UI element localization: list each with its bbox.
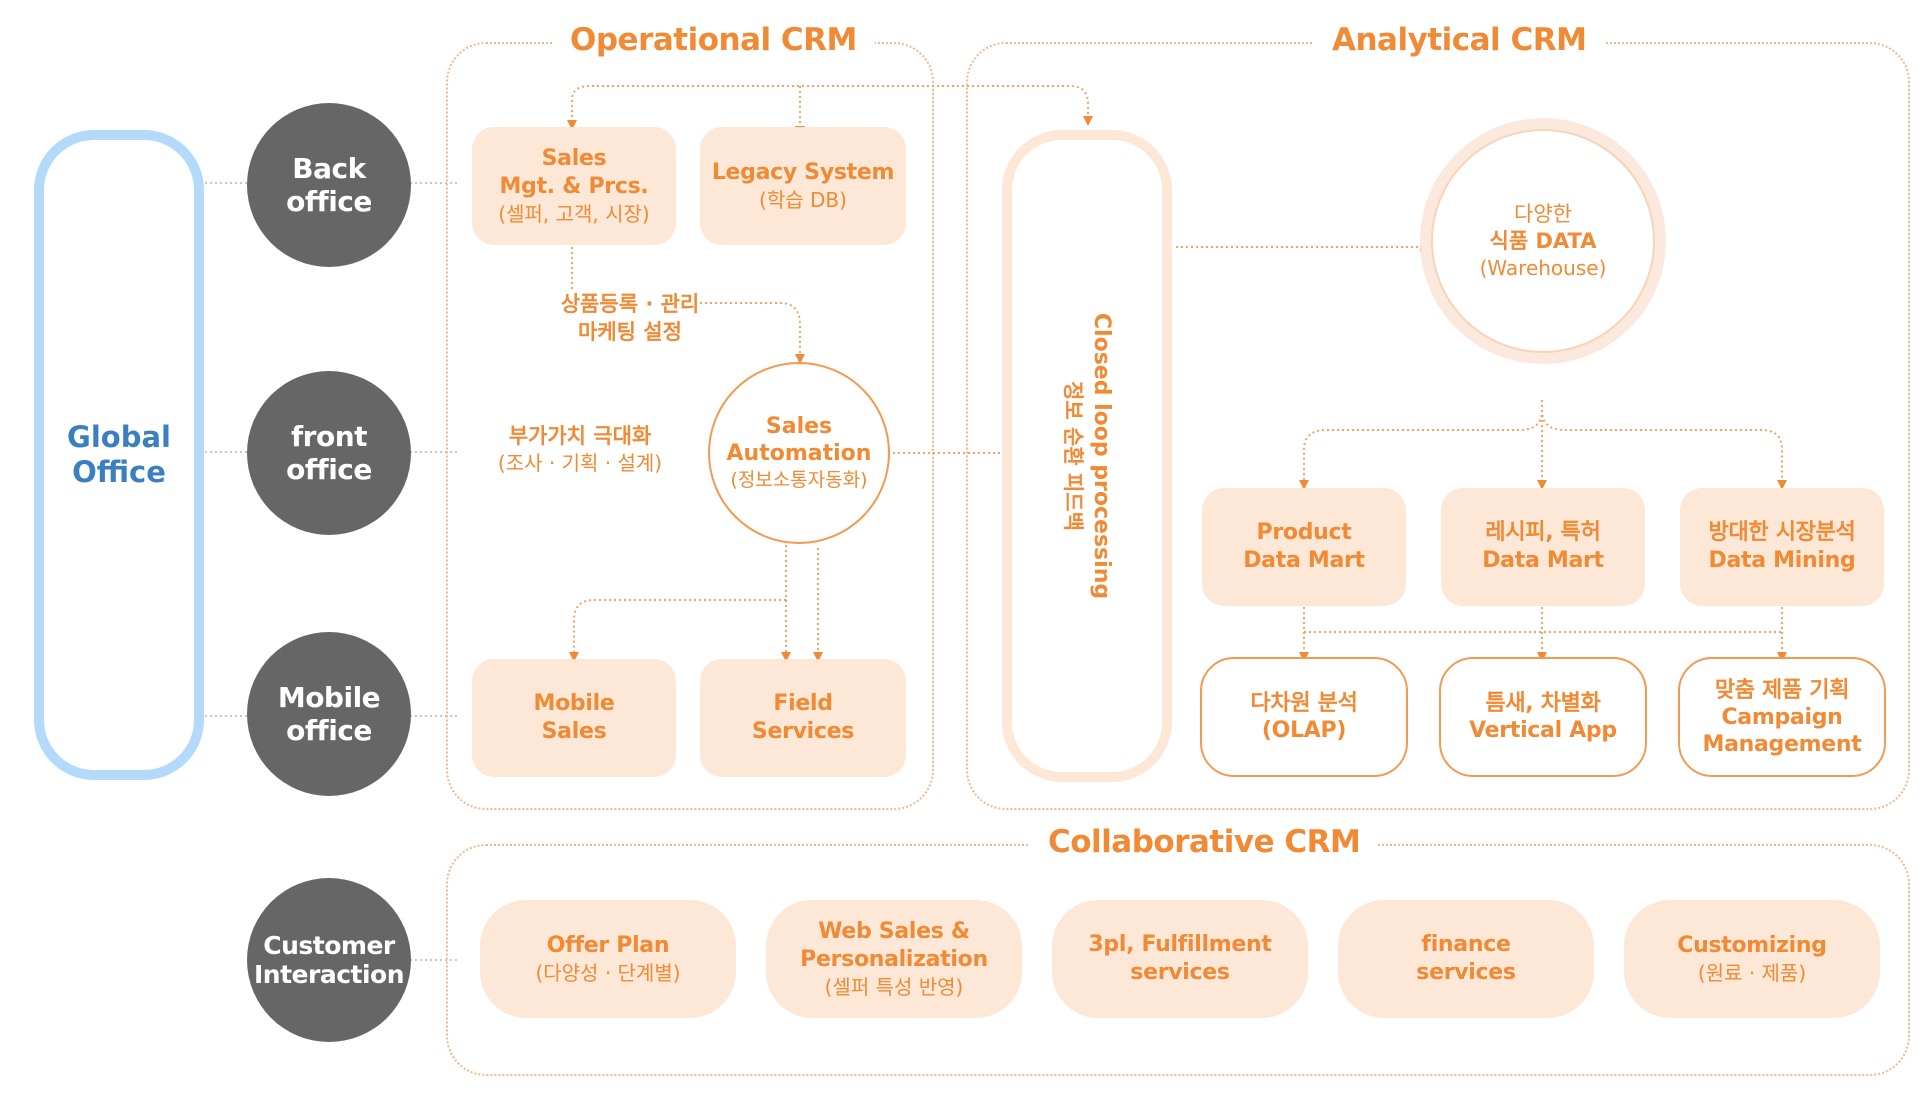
customizing-sub: (원료 · 제품) [1697, 960, 1807, 985]
offer-plan-title: Offer Plan [546, 932, 670, 958]
mobile-sales-label: Mobile Sales [533, 691, 615, 744]
campaign-management-box: 맞춤 제품 기획 Campaign Management [1678, 657, 1886, 777]
analytical-crm-title: Analytical CRM [1314, 22, 1605, 58]
global-office-panel: Global Office [34, 130, 204, 780]
vertical-app-box: 틈새, 차별화 Vertical App [1439, 657, 1647, 777]
finance-services-pill: finance services [1338, 900, 1594, 1018]
value-max-sub: (조사 · 기획 · 설계) [497, 451, 663, 475]
operational-crm-title: Operational CRM [552, 22, 875, 58]
sales-automation-circle: Sales Automation (정보소통자동화) [708, 362, 890, 544]
finance-services-title: finance services [1416, 932, 1516, 985]
legacy-system-box: Legacy System (학습 DB) [700, 127, 906, 245]
fulfillment-pill: 3pl, Fulfillment services [1052, 900, 1308, 1018]
mobile-office-label: Mobile office [277, 681, 381, 747]
recipe-data-mart-label: 레시피, 특허 Data Mart [1482, 520, 1604, 573]
sales-to-closed-loop-arrow [567, 85, 1093, 130]
customer-interaction-label: Customer Interaction [253, 931, 405, 989]
campaign-management-label: 맞춤 제품 기획 Campaign Management [1702, 677, 1862, 757]
product-reg-to-automation-arrow [700, 302, 805, 364]
sales-mgt-box: Sales Mgt. & Prcs. (셀퍼, 고객, 시장) [472, 127, 676, 245]
front-office-circle: front office [247, 371, 411, 535]
data-warehouse-circle: 다양한 식품 DATA (Warehouse) [1420, 118, 1666, 364]
web-sales-pill: Web Sales & Personalization (셀퍼 특성 반영) [766, 900, 1022, 1018]
web-sales-title: Web Sales & Personalization [800, 918, 988, 972]
front-office-label: front office [286, 420, 372, 486]
field-services-label: Field Services [751, 691, 855, 744]
market-data-mining-label: 방대한 시장분석 Data Mining [1708, 520, 1856, 573]
offer-plan-pill: Offer Plan (다양성 · 단계별) [480, 900, 736, 1018]
back-office-label: Back office [286, 152, 372, 218]
back-office-circle: Back office [247, 103, 411, 267]
web-sales-sub: (셀퍼 특성 반영) [824, 974, 964, 999]
legacy-system-title: Legacy System [711, 160, 895, 185]
product-data-mart-box: Product Data Mart [1202, 488, 1406, 606]
vertical-app-label: 틈새, 차별화 Vertical App [1469, 691, 1617, 743]
product-registration-label: 상품등록 · 관리 마케팅 설정 [560, 292, 700, 344]
data-warehouse-inner: 다양한 식품 DATA (Warehouse) [1431, 129, 1655, 353]
mobile-sales-box: Mobile Sales [472, 659, 676, 777]
data-line2: 식품 DATA [1489, 228, 1597, 253]
olap-box: 다차원 분석 (OLAP) [1200, 657, 1408, 777]
sales-mgt-title: Sales Mgt. & Prcs. [499, 146, 649, 199]
data-to-mart-1-arrow [1299, 409, 1543, 490]
customizing-pill: Customizing (원료 · 제품) [1624, 900, 1880, 1018]
closed-loop-sub: 정보 순환 피드백 [1061, 381, 1085, 531]
sales-automation-sub: (정보소통자동화) [730, 469, 868, 491]
collaborative-crm-title: Collaborative CRM [1030, 824, 1379, 860]
olap-label: 다차원 분석 (OLAP) [1250, 691, 1358, 743]
customer-interaction-circle: Customer Interaction [247, 878, 411, 1042]
recipe-data-mart-box: 레시피, 특허 Data Mart [1441, 488, 1645, 606]
fulfillment-title: 3pl, Fulfillment services [1088, 932, 1272, 985]
sales-mgt-sub: (셀퍼, 고객, 시장) [498, 202, 650, 226]
value-max-text: 부가가치 극대화 (조사 · 기획 · 설계) [484, 422, 676, 477]
closed-loop-title: Closed loop processing [1089, 312, 1114, 600]
product-data-mart-label: Product Data Mart [1243, 520, 1365, 573]
automation-to-mobile-arrow [569, 599, 786, 662]
closed-loop-panel [1002, 130, 1172, 782]
mobile-office-circle: Mobile office [247, 632, 411, 796]
data-line1: 다양한 [1514, 201, 1572, 226]
legacy-system-sub: (학습 DB) [759, 188, 847, 212]
customizing-title: Customizing [1677, 932, 1827, 958]
product-registration-text: 상품등록 · 관리 마케팅 설정 [540, 290, 720, 346]
global-office-label: Global Office [67, 420, 171, 489]
closed-loop-text: Closed loop processing 정보 순환 피드백 [1059, 313, 1115, 599]
market-data-mining-box: 방대한 시장분석 Data Mining [1680, 488, 1884, 606]
data-line3: (Warehouse) [1479, 255, 1607, 280]
sales-automation-title: Sales Automation [726, 414, 872, 466]
data-to-mart-3-arrow [1541, 409, 1787, 490]
field-services-box: Field Services [700, 659, 906, 777]
offer-plan-sub: (다양성 · 단계별) [535, 960, 681, 985]
value-max-title: 부가가치 극대화 [508, 424, 652, 448]
